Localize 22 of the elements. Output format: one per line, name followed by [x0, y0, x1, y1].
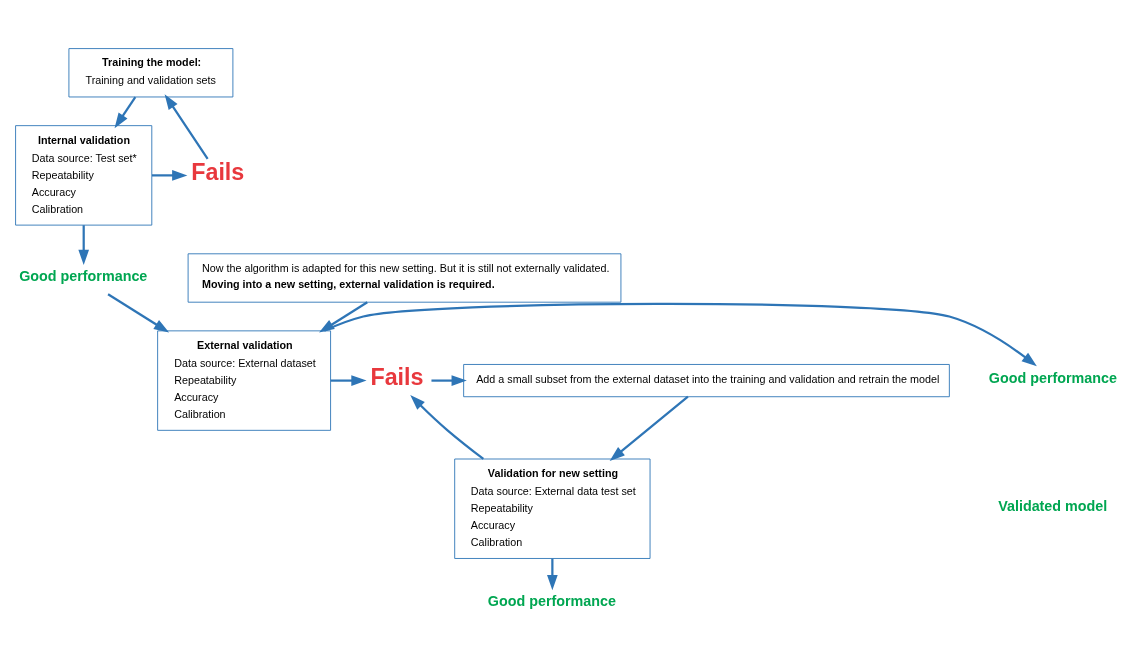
- arrow: [410, 394, 485, 460]
- node-box: Now the algorithm is adapted for this new setting. But it is still not externally validated. Moving into a new setting, external validation is required.: [187, 252, 622, 303]
- arrow: [609, 395, 689, 461]
- node-box: Training the model: Training and validation sets: [68, 47, 234, 97]
- node-text: Fails: [370, 363, 424, 390]
- node-text: Good performance: [487, 592, 617, 609]
- node-text: Validated model: [998, 497, 1108, 514]
- arrow: [164, 93, 209, 159]
- arrow: [319, 300, 368, 333]
- node-text: Fails: [191, 158, 245, 185]
- node-box: Validation for new setting Data source: External data test set Repeatability Accuracy Calibration: [454, 458, 651, 559]
- node-text: Good performance: [988, 369, 1117, 386]
- arrow: [107, 292, 170, 333]
- arrow: [330, 374, 367, 386]
- node-box: Internal validation Data source: Test set* Repeatability Accuracy Calibration: [15, 124, 153, 226]
- arrow: [431, 374, 467, 386]
- node-box: Add a small subset from the external dataset into the training and validation and retrain the model: [463, 363, 950, 397]
- arrow: [151, 169, 188, 181]
- arrow: [114, 95, 137, 128]
- arrow: [78, 224, 90, 265]
- node-text: Good performance: [19, 267, 148, 283]
- node-box: External validation Data source: External dataset Repeatability Accuracy Calibration: [157, 329, 332, 431]
